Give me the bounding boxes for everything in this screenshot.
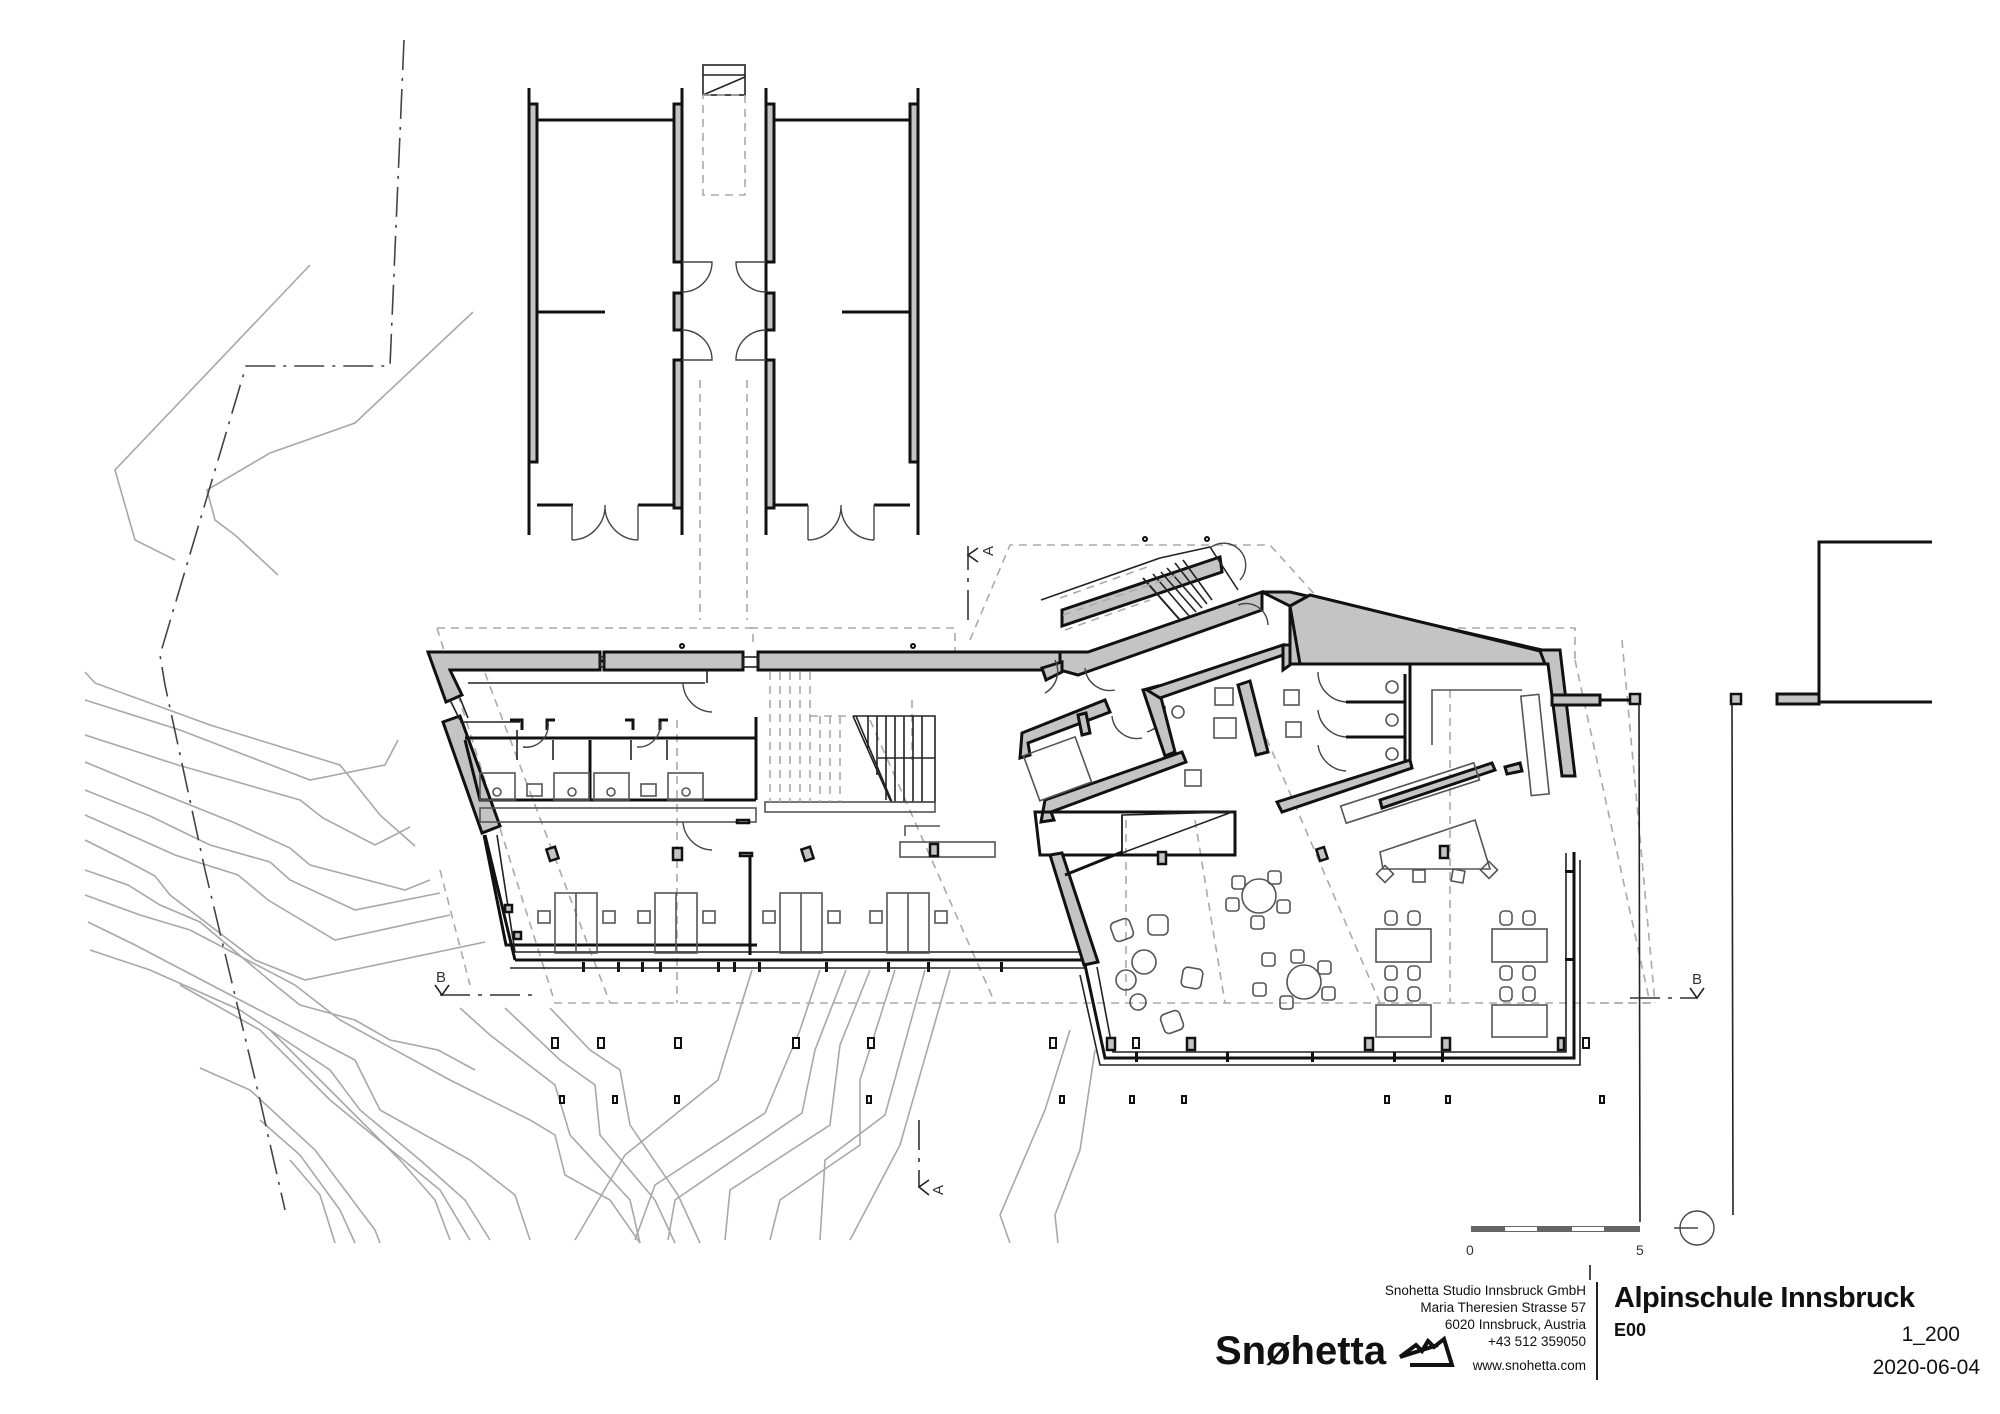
section-marker-b-right [1630, 987, 1705, 1000]
left-wing-walls [425, 536, 1605, 1104]
section-marker-a-top [966, 546, 979, 620]
property-line [159, 39, 405, 1211]
cafe-furniture [1109, 860, 1548, 1038]
company-website[interactable]: www.snohetta.com [1472, 1358, 1586, 1373]
desks [537, 892, 948, 954]
company-city: 6020 Innsbruck, Austria [1444, 1317, 1586, 1332]
terrace-posts [551, 536, 1605, 1104]
company-address: Snohetta Studio Innsbruck GmbH Maria The… [1330, 1282, 1586, 1350]
section-label-b-right: B [1692, 971, 1702, 988]
section-marker-b-left [434, 984, 532, 997]
logo-wordmark: Snøhetta [1215, 1329, 1387, 1373]
company-name: Snohetta Studio Innsbruck GmbH [1384, 1283, 1586, 1298]
garage-building [527, 64, 920, 620]
snohetta-logo: Snøhetta [1215, 1331, 1456, 1371]
terrain-contours [84, 264, 1096, 1244]
main-stair [764, 672, 936, 813]
company-street: Maria Theresien Strasse 57 [1420, 1300, 1586, 1315]
scale-bar-start-label: 0 [1466, 1242, 1474, 1258]
section-marker-a-bottom [917, 1120, 930, 1196]
company-phone: +43 512 359050 [1488, 1334, 1586, 1349]
entrance-walls [1018, 542, 1577, 967]
section-label-a-top: A [980, 546, 997, 556]
section-label-a-bottom: A [930, 1185, 947, 1195]
drawing-date: 2020-06-04 [1872, 1356, 1980, 1379]
scale-bar-end-label: 5 [1636, 1242, 1644, 1258]
scale-bar [1471, 1226, 1640, 1232]
drawing-scale: 1_200 [1901, 1323, 1960, 1346]
project-title: Alpinschule Innsbruck [1614, 1282, 1915, 1314]
section-label-b-left: B [436, 969, 446, 986]
east-structures [1550, 540, 1932, 1223]
mountain-logo-icon [1398, 1335, 1455, 1367]
level-code: E00 [1614, 1320, 1647, 1340]
north-arrow-icon [1674, 1210, 1715, 1246]
title-block-divider [1596, 1282, 1598, 1380]
cafe-facade [1079, 852, 1581, 1066]
